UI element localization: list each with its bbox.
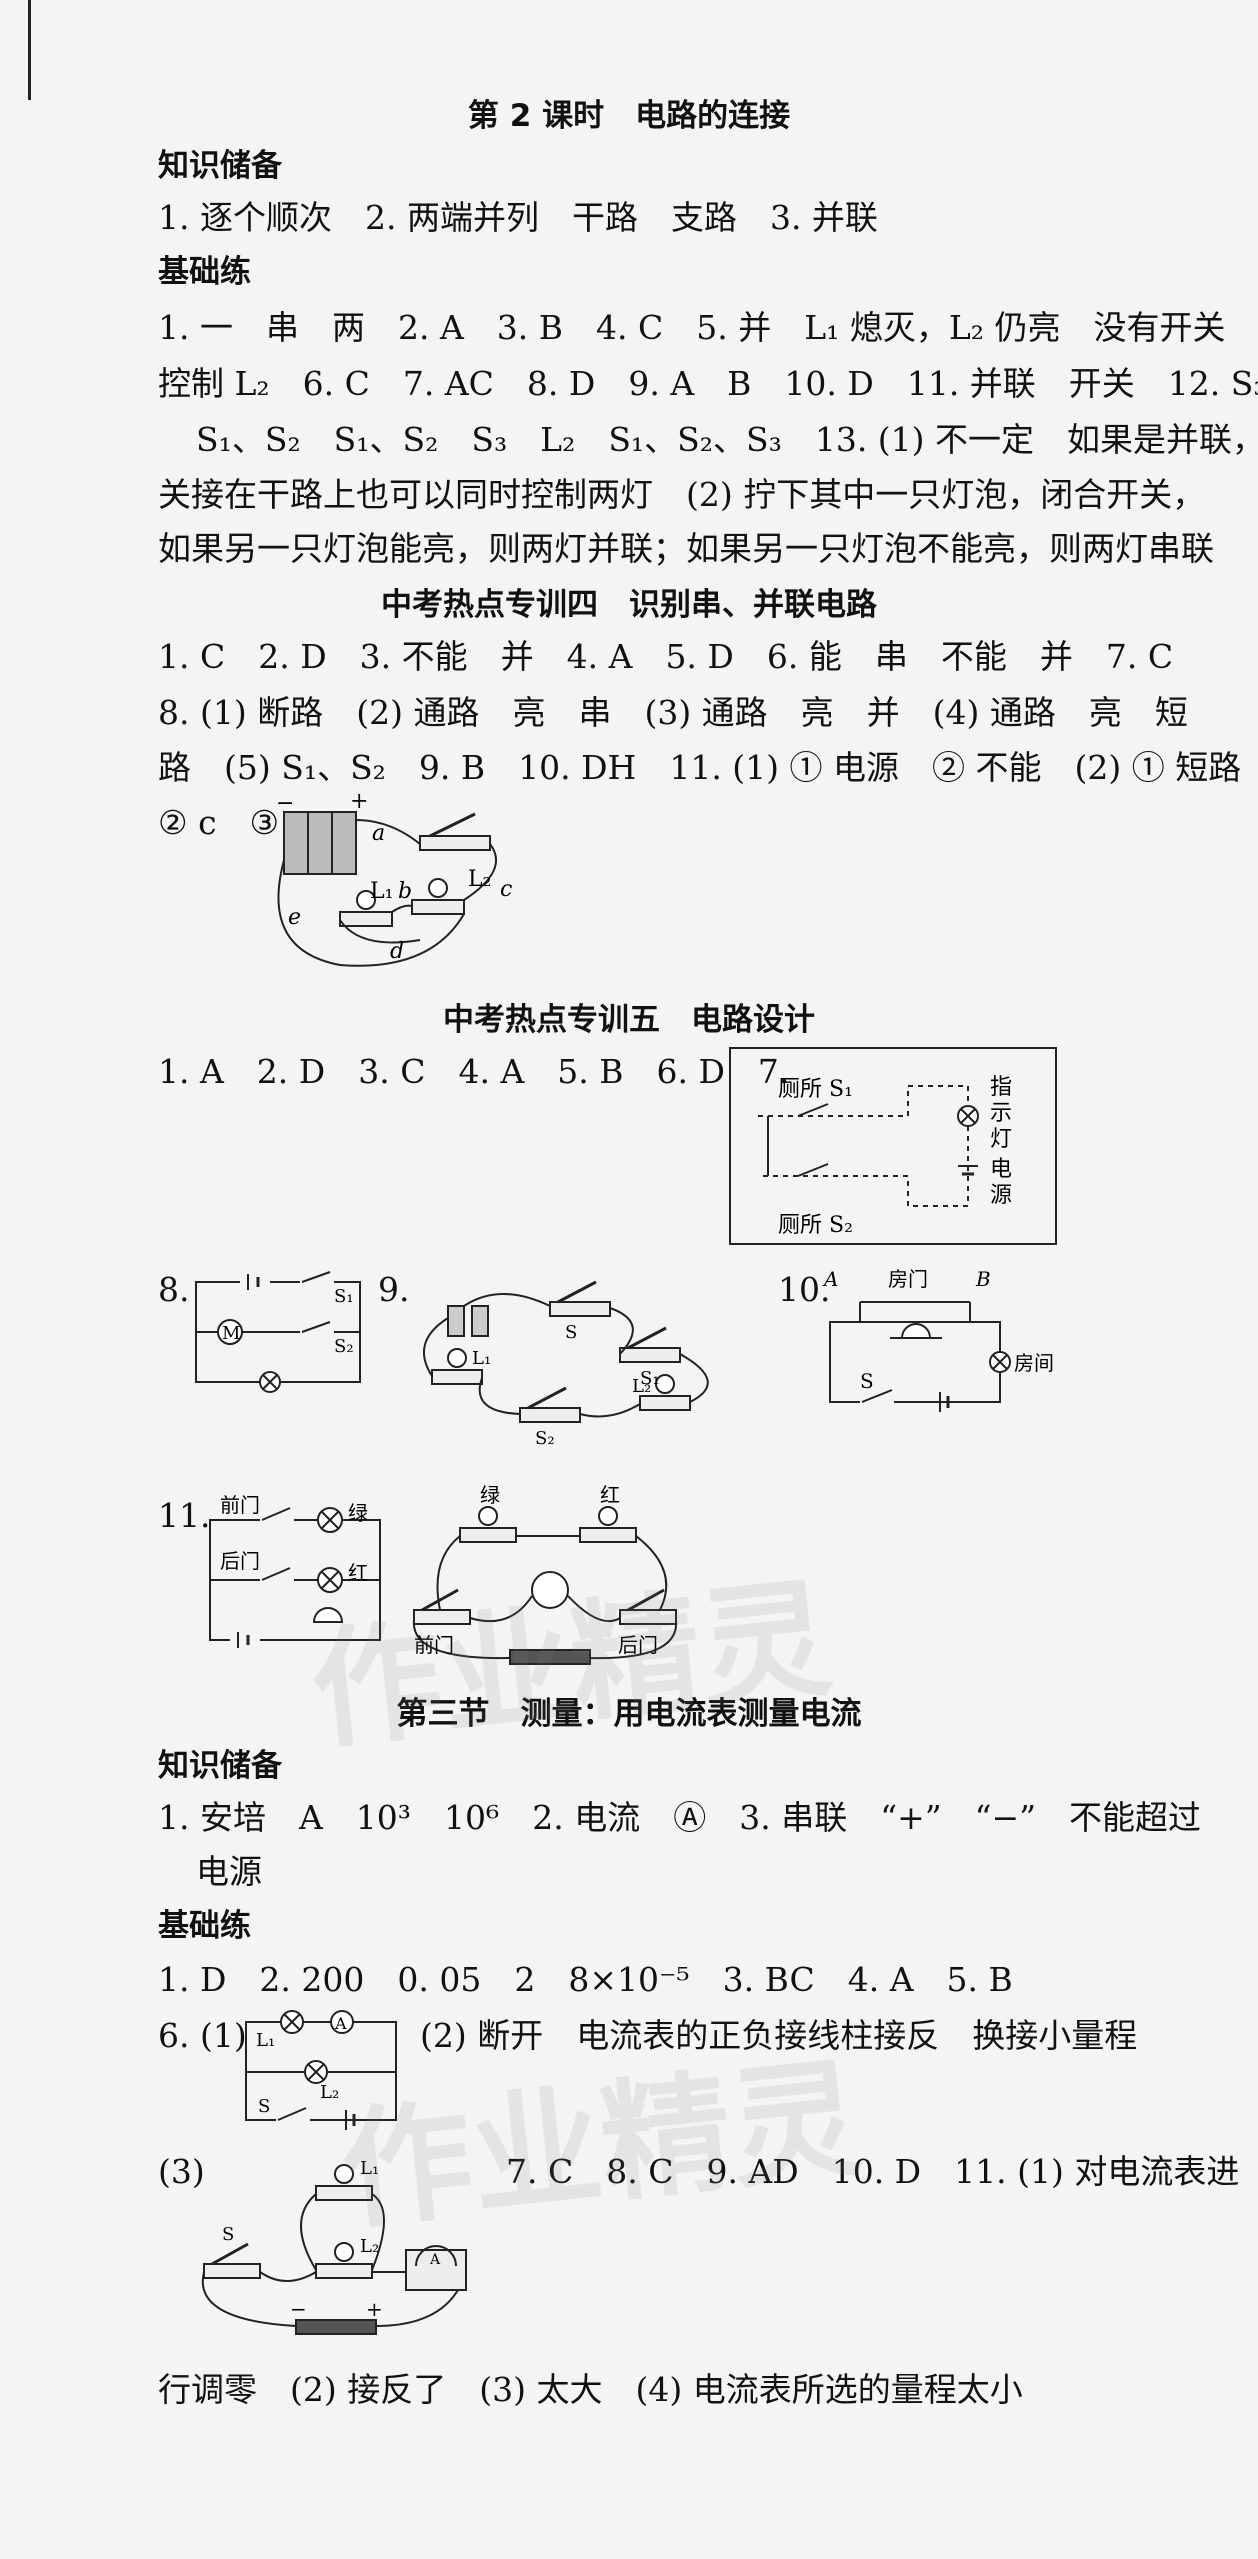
switch-s-label: S (222, 2224, 234, 2245)
battery-minus-label: − (276, 791, 294, 816)
lamp-label-char2: 示 (990, 1101, 1012, 1126)
line: 1. C 2. D 3. 不能 并 4. A 5. D 6. 能 串 不能 并 … (158, 637, 1174, 676)
q11-number: 11. (158, 1496, 211, 1535)
switch-s-label: S (860, 1369, 874, 1393)
section-title-special5: 中考热点专训五 电路设计 (443, 1002, 815, 1038)
circuit-diagram-q6-1: A L₁ L₂ S (245, 2010, 397, 2130)
lamp-l2-label: L₂ (320, 2082, 339, 2103)
physical-circuit-diagram-q6-3: A L₁ L₂ S − + (201, 2158, 467, 2335)
line: (2) 断开 电流表的正负接线柱接反 换接小量程 (420, 2016, 1138, 2055)
door-label: 房门 (888, 1267, 928, 1291)
circuit-diagram-q7: 厕所 S₁ 厕所 S₂ 指 示 灯 电 源 (729, 1047, 1057, 1245)
point-b-label: B (975, 1267, 991, 1291)
lamp-l1-label: L₁ (472, 1348, 491, 1369)
binding-line (28, 0, 31, 100)
line: ② c ③ (158, 803, 280, 842)
q6-part3-number: (3) (158, 2152, 205, 2191)
green-lamp-label: 绿 (480, 1483, 500, 1507)
switch-s2-label: S₂ (334, 1336, 354, 1357)
section-title-section3: 第三节 测量：用电流表测量电流 (396, 1696, 862, 1732)
heading-knowledge: 知识储备 (158, 1748, 282, 1784)
line: 路 (5) S₁、S₂ 9. B 10. DH 11. (1) ① 电源 ② 不… (158, 748, 1242, 787)
q6-part1-number: 6. (1) (158, 2016, 247, 2055)
section-title-lesson2: 第 2 课时 电路的连接 (467, 98, 791, 134)
switch-s2-label: S₂ (535, 1428, 555, 1449)
lamp-label-char3: 灯 (990, 1127, 1012, 1152)
watermark: 作业精灵 (334, 2042, 868, 2248)
wire-c-label: c (500, 877, 512, 902)
line: 1. A 2. D 3. C 4. A 5. B 6. D 7. (158, 1052, 790, 1091)
source-label-char1: 电 (990, 1157, 1012, 1182)
circuit-diagram-q10: A B 房门 房间 S (822, 1267, 1054, 1412)
switch-s1-label: 厕所 S₁ (778, 1077, 853, 1102)
switch-s2-label: 厕所 S₂ (778, 1213, 853, 1238)
lamp-l1-label: L₁ (360, 2158, 379, 2179)
lamp-l1-label: L₁ (256, 2030, 275, 2051)
switch-s-label: S (258, 2096, 270, 2117)
room-label: 房间 (1014, 1351, 1054, 1375)
motor-label: M (222, 1323, 240, 1344)
battery-plus-label: + (350, 789, 368, 814)
switch-s1-label: S₁ (334, 1286, 354, 1307)
q10-number: 10. (778, 1270, 831, 1309)
heading-basic: 基础练 (158, 1908, 251, 1944)
switch-s-label: S (565, 1322, 577, 1343)
heading-basic: 基础练 (158, 254, 251, 290)
source-label-char2: 源 (990, 1183, 1012, 1208)
line: 控制 L₂ 6. C 7. AC 8. D 9. A B 10. D 11. 并… (158, 364, 1258, 403)
line: 如果另一只灯泡能亮，则两灯并联；如果另一只灯泡不能亮，则两灯串联 (158, 529, 1214, 568)
line: S₁、S₂ S₁、S₂ S₃ L₂ S₁、S₂、S₃ 13. (1) 不一定 如… (196, 420, 1258, 459)
wire-b-label: b (398, 879, 412, 904)
ammeter-label: A (334, 2014, 347, 2033)
point-a-label: A (822, 1267, 838, 1291)
physical-circuit-diagram-q11: 绿 红 前门 后门 (412, 1483, 678, 1665)
wire-a-label: a (372, 821, 385, 846)
line: 8. (1) 断路 (2) 通路 亮 串 (3) 通路 亮 并 (4) 通路 亮… (158, 693, 1188, 732)
green-lamp-label: 绿 (348, 1501, 368, 1525)
physical-circuit-figure-q11: − + L₁ L₂ a b c d e (276, 789, 512, 967)
line: 7. C 8. C 9. AD 10. D 11. (1) 对电流表进 (506, 2152, 1240, 2191)
line: 电源 (196, 1852, 262, 1891)
line: 行调零 (2) 接反了 (3) 太大 (4) 电流表所选的量程太小 (158, 2370, 1023, 2409)
front-door-switch-label: 前门 (414, 1633, 454, 1657)
battery-minus-label: − (290, 2297, 307, 2321)
circuit-diagram-q11: 前门 后门 绿 红 (209, 1493, 381, 1648)
switch-s1-label: S₁ (640, 1368, 660, 1389)
q8-number: 8. (158, 1270, 190, 1309)
back-door-label: 后门 (220, 1549, 260, 1573)
wire-e-label: e (288, 905, 301, 930)
circuit-diagram-q8: M S₁ S₂ (195, 1271, 361, 1393)
q9-number: 9. (378, 1270, 410, 1309)
line: 1. 安培 A 10³ 10⁶ 2. 电流 Ⓐ 3. 串联 “+” “−” 不能… (158, 1798, 1201, 1837)
line: 1. 逐个顺次 2. 两端并列 干路 支路 3. 并联 (158, 198, 878, 237)
lamp-l2-label: L₂ (468, 867, 491, 892)
battery-plus-label: + (366, 2297, 383, 2321)
lamp-l2-label: L₂ (360, 2236, 379, 2257)
lamp-l2-label: L₂ (632, 1376, 651, 1397)
red-lamp-label: 红 (600, 1483, 620, 1507)
front-door-label: 前门 (220, 1493, 260, 1517)
back-door-switch-label: 后门 (618, 1633, 658, 1657)
line: 1. D 2. 200 0. 05 2 8×10⁻⁵ 3. BC 4. A 5.… (158, 1960, 1013, 1999)
wire-d-label: d (390, 939, 404, 964)
line: 1. 一 串 两 2. A 3. B 4. C 5. 并 L₁ 熄灭，L₂ 仍亮… (158, 308, 1226, 347)
line: 关接在干路上也可以同时控制两灯 (2) 拧下其中一只灯泡，闭合开关， (158, 475, 1206, 514)
section-title-special4: 中考热点专训四 识别串、并联电路 (381, 587, 877, 623)
ammeter-label: A (429, 2252, 441, 2268)
lamp-label-char1: 指 (990, 1075, 1012, 1100)
heading-knowledge: 知识储备 (158, 148, 282, 184)
physical-circuit-diagram-q9: S S₁ S₂ L₁ L₂ (423, 1280, 709, 1449)
red-lamp-label: 红 (348, 1561, 368, 1585)
lamp-l1-label: L₁ (370, 879, 393, 904)
